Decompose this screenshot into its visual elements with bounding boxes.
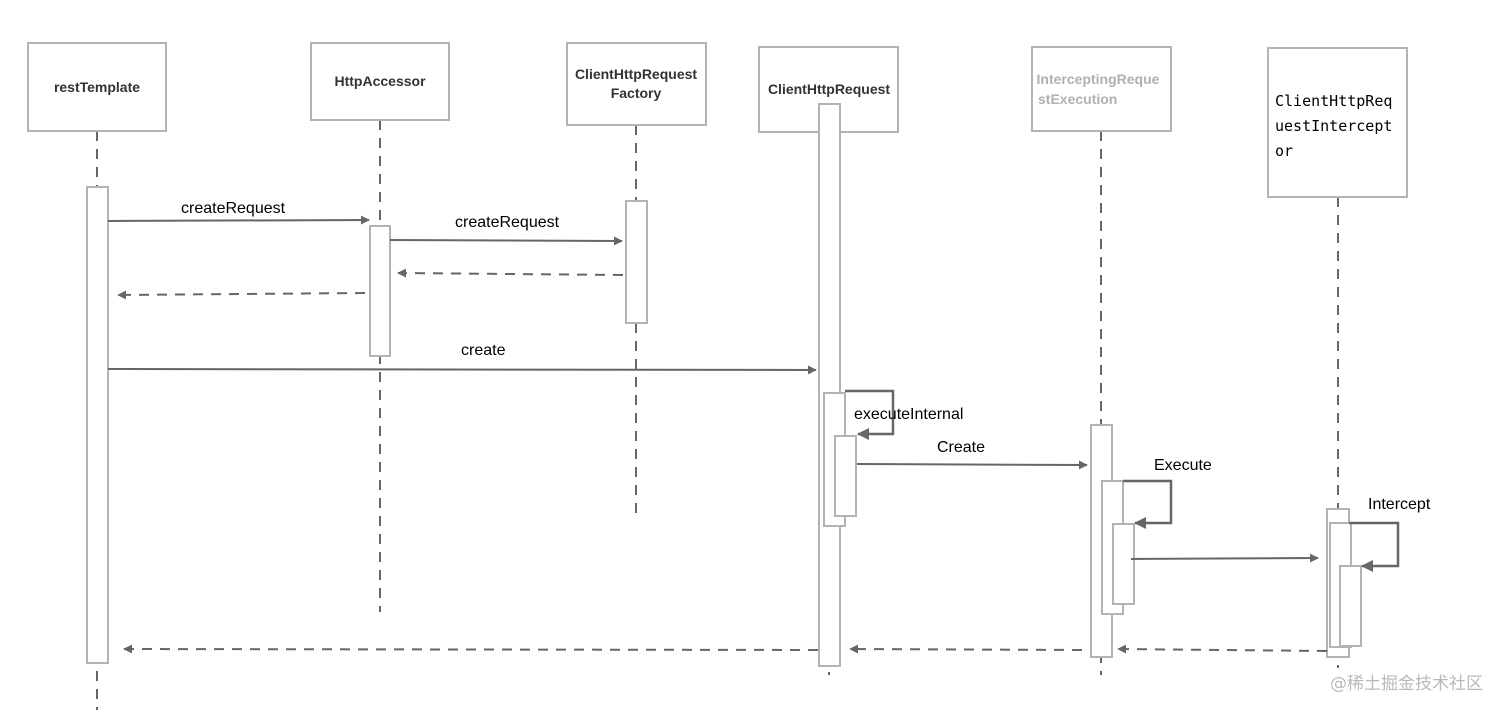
return-arrow <box>1117 644 1328 654</box>
participant-rest-template: restTemplate <box>27 42 167 132</box>
self-call-arrow <box>1123 479 1173 529</box>
participant-intercepting-request-execution: InterceptingReque stExecution <box>1031 46 1172 132</box>
message-arrow <box>856 460 1088 470</box>
activation-bar <box>1339 565 1362 647</box>
participant-label: ClientHttpRequest <box>575 66 697 82</box>
participant-label: uestIntercept <box>1275 117 1392 135</box>
message-label: createRequest <box>455 214 560 231</box>
message-label: createRequest <box>181 200 286 217</box>
participant-label: restTemplate <box>54 79 140 95</box>
activation-bar <box>834 435 857 517</box>
self-call-arrow <box>1349 521 1400 572</box>
message-arrow <box>107 365 817 375</box>
activation-bar <box>369 225 391 357</box>
message-label: Intercept <box>1368 496 1431 513</box>
activation-bar <box>86 186 109 664</box>
message-label: executeInternal <box>854 406 963 423</box>
activation-bar <box>625 200 648 324</box>
participant-label: ClientHttpRequest <box>768 81 890 97</box>
participant-http-accessor: HttpAccessor <box>310 42 450 121</box>
message-label: Create <box>937 439 985 456</box>
participant-label: ClientHttpReq <box>1275 92 1392 110</box>
participant-label: HttpAccessor <box>334 73 426 89</box>
participant-label: or <box>1275 142 1293 160</box>
self-call-arrow <box>845 389 895 440</box>
participant-label: Factory <box>611 85 662 101</box>
return-arrow <box>849 644 1083 654</box>
return-arrow <box>123 644 819 654</box>
return-arrow <box>117 290 366 300</box>
message-label: create <box>461 342 506 359</box>
watermark-text: @稀土掘金技术社区 <box>1330 674 1483 694</box>
message-arrow <box>1130 553 1319 563</box>
message-arrow <box>107 215 370 225</box>
participant-label: stExecution <box>1038 91 1117 107</box>
activation-bar <box>1112 523 1135 605</box>
message-arrow <box>389 236 623 246</box>
message-label: Execute <box>1154 457 1212 474</box>
participant-label: InterceptingReque <box>1037 71 1160 87</box>
return-arrow <box>397 268 624 278</box>
participant-client-http-request-interceptor: ClientHttpReq uestIntercept or <box>1267 47 1408 198</box>
participant-client-http-request-factory: ClientHttpRequest Factory <box>566 42 707 126</box>
activation-bar <box>818 103 841 667</box>
